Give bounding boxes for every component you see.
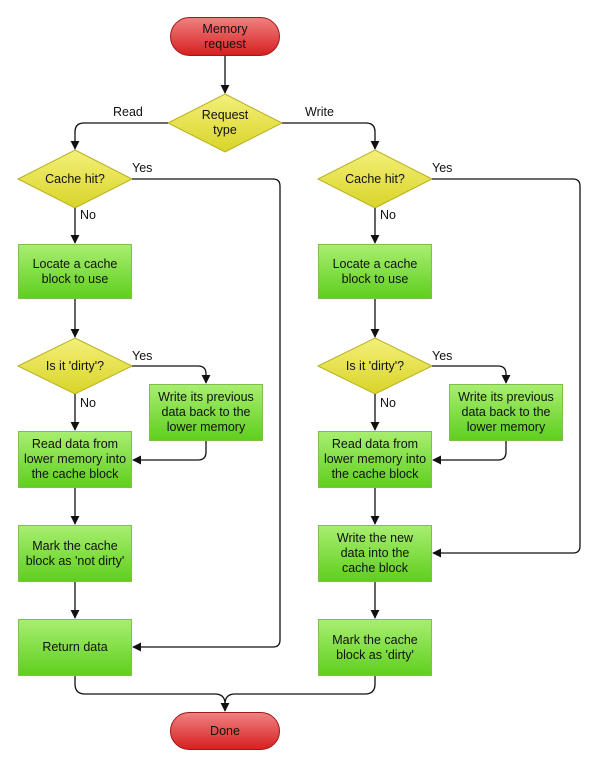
read-cache-hit-label: Cache hit? <box>45 171 105 186</box>
done-terminal: Done <box>170 712 280 750</box>
read-read-data: Read data from lower memory into the cac… <box>18 431 132 488</box>
write-locate-block: Locate a cache block to use <box>318 244 432 299</box>
edge-label-write-dirty-no: No <box>380 396 396 410</box>
decision-request-type <box>166 93 284 153</box>
edge-label-write-dirty-yes: Yes <box>432 349 453 363</box>
write-mark-dirty: Mark the cache block as 'dirty' <box>318 619 432 676</box>
edge-label-read-dirty-yes: Yes <box>132 349 153 363</box>
edge-label-read: Read <box>113 105 143 119</box>
read-dirty-label: Is it 'dirty'? <box>45 358 105 373</box>
request-type-label: Request type <box>201 108 249 137</box>
write-cache-hit-label: Cache hit? <box>345 171 405 186</box>
write-read-data: Read data from lower memory into the cac… <box>318 431 432 488</box>
write-new-data: Write the new data into the cache block <box>318 525 432 582</box>
start-terminal: Memory request <box>170 17 280 56</box>
edge-label-write-hit-yes: Yes <box>432 161 453 175</box>
edge-label-read-hit-yes: Yes <box>132 161 153 175</box>
write-dirty-label: Is it 'dirty'? <box>345 358 405 373</box>
read-return-data: Return data <box>18 619 132 676</box>
read-mark-not-dirty: Mark the cache block as 'not dirty' <box>18 525 132 582</box>
edge-label-write-hit-no: No <box>380 208 396 222</box>
edge-label-read-dirty-no: No <box>80 396 96 410</box>
read-write-back: Write its previous data back to the lowe… <box>149 384 263 441</box>
edge-label-write: Write <box>305 105 334 119</box>
read-locate-block: Locate a cache block to use <box>18 244 132 299</box>
write-write-back: Write its previous data back to the lowe… <box>449 384 563 441</box>
edge-label-read-hit-no: No <box>80 208 96 222</box>
